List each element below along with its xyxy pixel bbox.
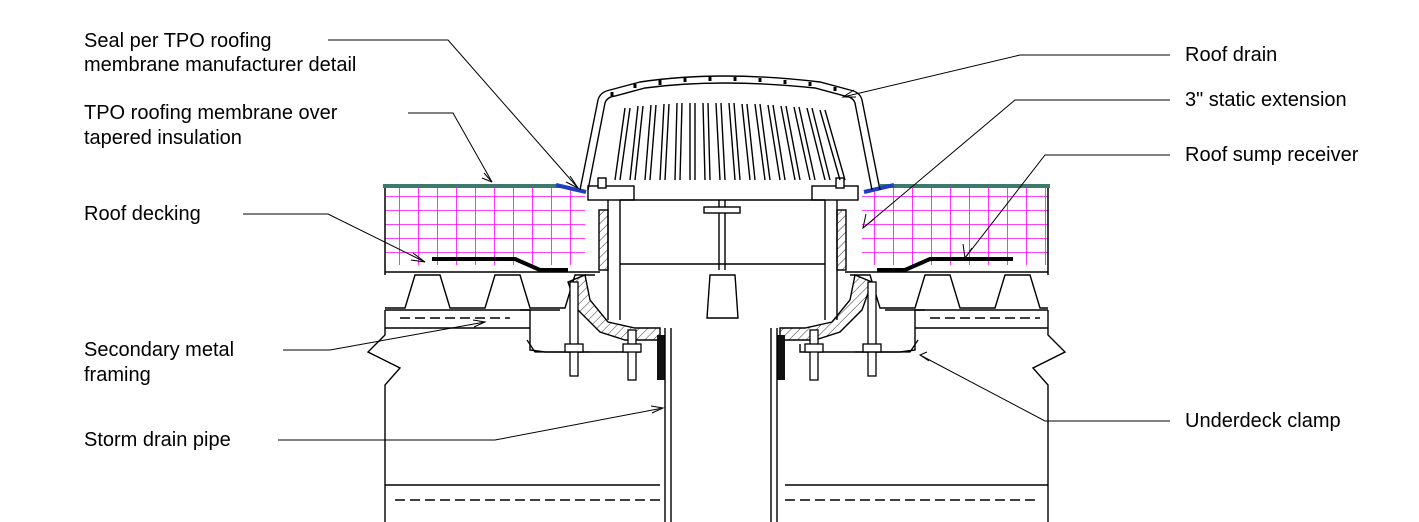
label-static-extension: 3" static extension <box>1185 89 1347 111</box>
sump-receiver <box>432 257 1013 272</box>
label-underdeck-clamp: Underdeck clamp <box>1185 410 1341 432</box>
leader-underdeck <box>919 354 1170 422</box>
leader-decking <box>243 213 426 263</box>
label-secondary-line2: framing <box>84 364 151 386</box>
leader-seal <box>328 39 579 189</box>
leader-roof-drain <box>842 54 1170 98</box>
leader-storm <box>278 407 664 441</box>
label-sump-receiver: Roof sump receiver <box>1185 144 1359 166</box>
dome-strainer <box>579 75 881 191</box>
roof-decking <box>385 271 1048 311</box>
secondary-framing <box>366 310 1067 522</box>
leader-sump <box>964 154 1170 259</box>
underdeck-clamp <box>526 281 919 381</box>
label-tpo-line1: TPO roofing membrane over <box>84 102 338 124</box>
label-roof-decking: Roof decking <box>84 203 201 225</box>
leader-tpo <box>408 112 493 183</box>
label-seal-line1: Seal per TPO roofing <box>84 30 272 52</box>
label-storm-drain-pipe: Storm drain pipe <box>84 429 231 451</box>
label-seal-line2: membrane manufacturer detail <box>84 54 357 76</box>
storm-drain-pipe <box>664 328 778 522</box>
tapered-insulation <box>384 188 1049 275</box>
leader-lines <box>243 39 1170 441</box>
label-roof-drain: Roof drain <box>1185 44 1278 66</box>
leader-arrowheads <box>410 89 973 414</box>
leader-secondary <box>283 321 486 351</box>
pipe-gaskets <box>657 335 785 380</box>
leader-static-ext <box>862 99 1170 229</box>
label-tpo-line2: tapered insulation <box>84 127 242 149</box>
label-secondary-line1: Secondary metal <box>84 339 235 361</box>
